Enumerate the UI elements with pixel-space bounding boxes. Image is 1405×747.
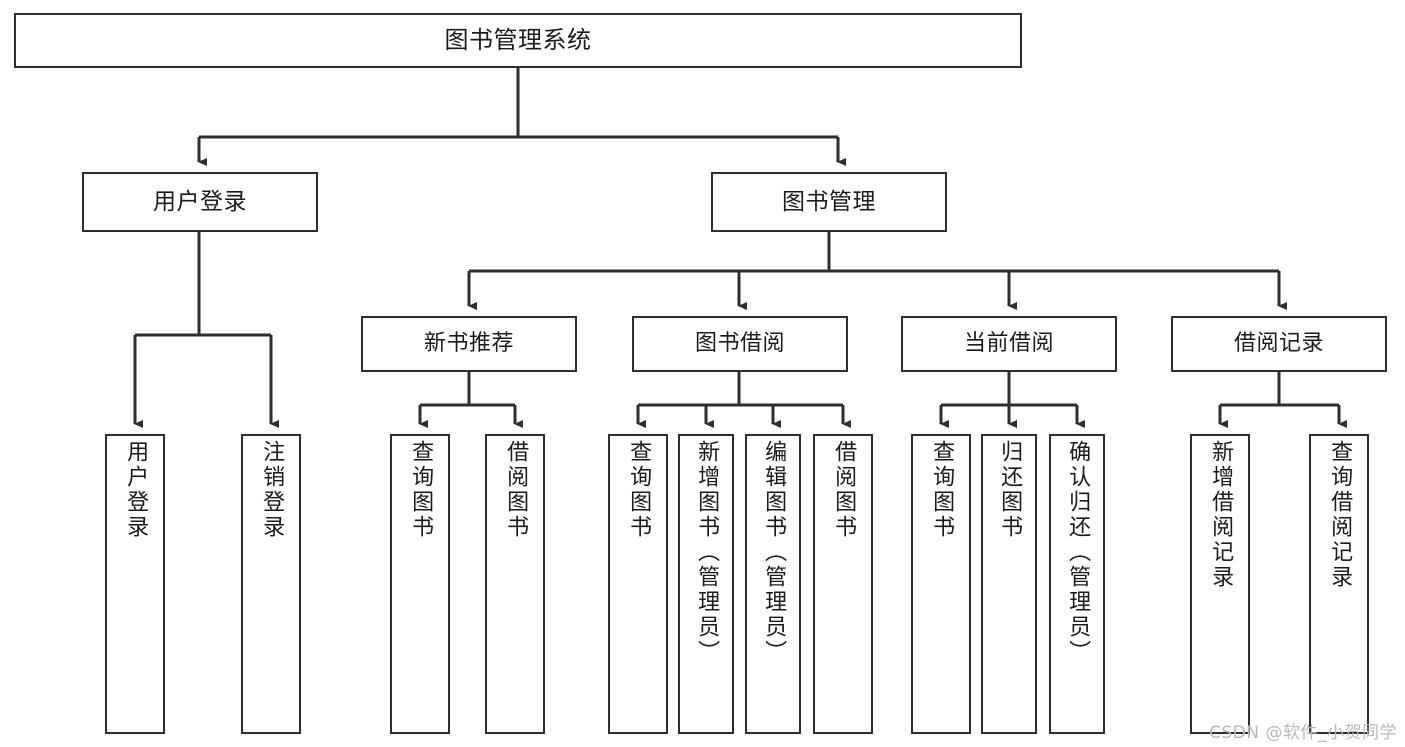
node-label: 用户登录 <box>123 440 149 540</box>
node-leaf-edit-book-admin[interactable]: 编辑图书（管理员） <box>745 434 801 734</box>
node-user-login[interactable]: 用户登录 <box>82 172 318 232</box>
node-label: 新书推荐 <box>423 331 514 357</box>
node-leaf-add-book-admin[interactable]: 新增图书（管理员） <box>678 434 734 734</box>
node-leaf-query-book-recommend[interactable]: 查询图书 <box>390 434 450 734</box>
node-leaf-borrow-book-recommend[interactable]: 借阅图书 <box>485 434 545 734</box>
node-root-system[interactable]: 图书管理系统 <box>14 13 1022 68</box>
node-current-borrow[interactable]: 当前借阅 <box>901 316 1117 372</box>
node-book-borrow[interactable]: 图书借阅 <box>632 316 848 372</box>
node-leaf-user-login[interactable]: 用户登录 <box>105 434 165 734</box>
node-label: 当前借阅 <box>963 331 1054 357</box>
node-label: 确认归还（管理员） <box>1065 440 1091 665</box>
node-label: 新增图书（管理员） <box>694 440 720 665</box>
node-leaf-add-borrow-record[interactable]: 新增借阅记录 <box>1190 434 1250 734</box>
node-label: 新增借阅记录 <box>1208 440 1234 590</box>
node-label: 查询借阅记录 <box>1327 440 1353 590</box>
node-book-management[interactable]: 图书管理 <box>711 172 947 232</box>
node-label: 借阅记录 <box>1233 331 1324 357</box>
node-label: 用户登录 <box>153 188 247 215</box>
node-label: 查询图书 <box>929 440 955 540</box>
node-leaf-query-book-borrow[interactable]: 查询图书 <box>608 434 668 734</box>
node-new-book-recommend[interactable]: 新书推荐 <box>361 316 577 372</box>
node-leaf-query-book-current[interactable]: 查询图书 <box>911 434 971 734</box>
node-label: 图书管理系统 <box>444 25 592 54</box>
node-leaf-query-borrow-record[interactable]: 查询借阅记录 <box>1309 434 1369 734</box>
node-label: 图书借阅 <box>694 331 785 357</box>
node-leaf-confirm-return-admin[interactable]: 确认归还（管理员） <box>1049 434 1105 734</box>
node-borrow-record[interactable]: 借阅记录 <box>1171 316 1387 372</box>
node-label: 借阅图书 <box>503 440 529 540</box>
node-label: 查询图书 <box>408 440 434 540</box>
node-leaf-borrow-book-borrow[interactable]: 借阅图书 <box>813 434 873 734</box>
csdn-watermark: CSDN @软件_小贺同学 <box>1209 723 1397 743</box>
node-label: 编辑图书（管理员） <box>761 440 787 665</box>
node-label: 借阅图书 <box>831 440 857 540</box>
node-label: 注销登录 <box>259 440 285 540</box>
node-label: 归还图书 <box>997 440 1023 540</box>
node-label: 查询图书 <box>626 440 652 540</box>
node-leaf-user-logout[interactable]: 注销登录 <box>241 434 301 734</box>
node-leaf-return-book[interactable]: 归还图书 <box>981 434 1037 734</box>
node-label: 图书管理 <box>782 188 876 215</box>
